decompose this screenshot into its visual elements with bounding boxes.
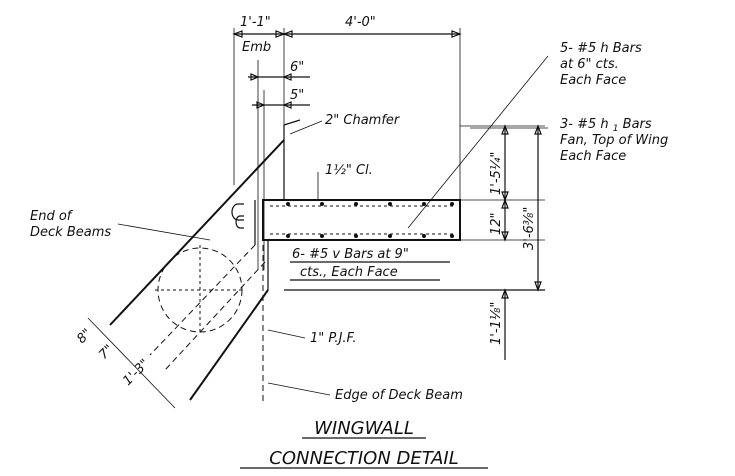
edge-beam-leader [267, 382, 331, 396]
deck-beam: 8" 7" 1'-3" [74, 139, 285, 409]
joint-hook-2 [235, 215, 244, 229]
emb-dimension-text: 1'-1" [240, 15, 271, 30]
beam-bottom-edge [189, 289, 269, 401]
beam-15in-text: 1'-3" [120, 356, 152, 388]
clear-cover-text: 1½" Cl. [325, 163, 373, 178]
top-height-text: 1'-5¼" [489, 152, 504, 195]
five-inch-text: 5" [290, 88, 304, 103]
beam-top-edge [109, 139, 285, 326]
end-of-deck-line-1: End of [30, 209, 74, 224]
beam-dim-line [87, 317, 176, 409]
wingwall-body [231, 119, 461, 290]
rebar-dots [286, 202, 454, 238]
v-bars-line-2: cts., Each Face [300, 265, 398, 280]
right-dimensions: 1'-5¼" 12" 3'-6⅜" 1'-1⅛" [460, 124, 545, 360]
mid-height-text: 12" [489, 212, 504, 235]
h-bars-line-3: Each Face [560, 73, 626, 88]
pjf-text: 1" P.J.F. [310, 331, 356, 346]
callouts: 5- #5 h Bars at 6" cts. Each Face 3- #5 … [30, 41, 668, 403]
title-line-1: WINGWALL [314, 418, 414, 439]
pjf-leader [267, 329, 306, 339]
v-bars-line-1: 6- #5 v Bars at 9" [292, 247, 409, 262]
chamfer-text: 2" Chamfer [325, 113, 401, 128]
leader-lines [117, 55, 549, 396]
emb-label: Emb [242, 40, 271, 55]
total-height-text: 3'-6⅜" [522, 207, 537, 250]
wingwall-section [262, 199, 461, 241]
chamfer-leader [289, 120, 323, 135]
width-dimension-text: 4'-0" [345, 15, 376, 30]
title-block: WINGWALL CONNECTION DETAIL [240, 418, 488, 469]
end-of-deck-line-2: Deck Beams [30, 225, 111, 240]
h-bars-line-2: at 6" cts. [560, 57, 619, 72]
h-bars-leader [407, 55, 549, 229]
six-inch-arrows [250, 73, 292, 81]
h1-bars-line-2: Fan, Top of Wing [560, 133, 668, 148]
beam-centerline-1 [149, 244, 256, 356]
title-line-2: CONNECTION DETAIL [269, 448, 459, 469]
end-of-deck-leader [117, 223, 211, 241]
h1-bars-line-1: 3- #5 h 1 Bars [560, 117, 652, 135]
five-inch-arrows [256, 101, 292, 109]
top-dimensions: 1'-1" Emb 4'-0" 6" 5" [232, 15, 462, 270]
h-bars-line-1: 5- #5 h Bars [560, 41, 642, 56]
right-dim-arrows [501, 124, 542, 299]
six-inch-text: 6" [290, 60, 304, 75]
beam-8in-text: 8" [74, 326, 95, 347]
chamfer-top-line [283, 119, 301, 126]
edge-beam-text: Edge of Deck Beam [335, 388, 463, 403]
top-dimension-arrows [232, 30, 462, 38]
bottom-height-text: 1'-1⅛" [489, 302, 504, 345]
joint-hook [231, 203, 244, 221]
h1-bars-line-3: Each Face [560, 149, 626, 164]
beam-centerline-2 [164, 261, 266, 371]
